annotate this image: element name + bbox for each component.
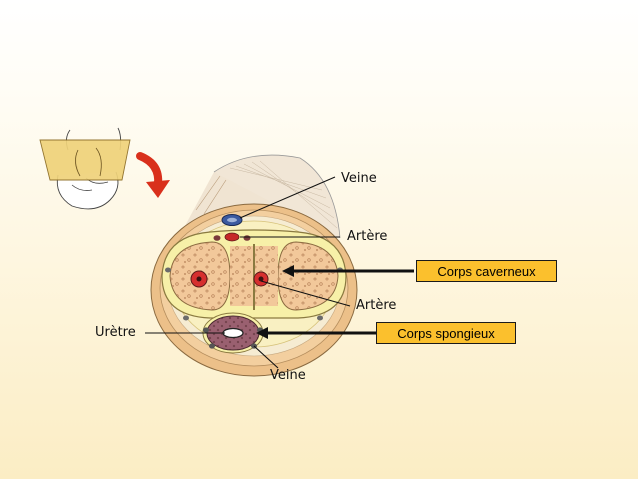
leader-lines [145, 176, 351, 369]
leader-veine-top [239, 176, 336, 219]
leader-artere-mid [260, 280, 351, 307]
label-artere-mid: Artère [356, 298, 397, 313]
uretre-lumen [222, 327, 244, 339]
leader-veine-bottom [253, 345, 279, 369]
deep-artery-left [190, 270, 208, 288]
deep-artery-right [253, 271, 269, 287]
hand-illustration [39, 127, 131, 210]
dorsal-vein [221, 214, 243, 226]
callout-corps-caverneux: Corps caverneux [416, 260, 557, 282]
label-uretre: Urètre [95, 325, 136, 340]
red-arrow-icon [136, 152, 170, 198]
callout-corps-spongieux: Corps spongieux [376, 322, 516, 344]
label-veine-top: Veine [341, 171, 377, 186]
callout-arrows [256, 265, 414, 339]
label-artere-top: Artère [347, 229, 388, 244]
label-veine-bottom: Veine [270, 368, 306, 383]
